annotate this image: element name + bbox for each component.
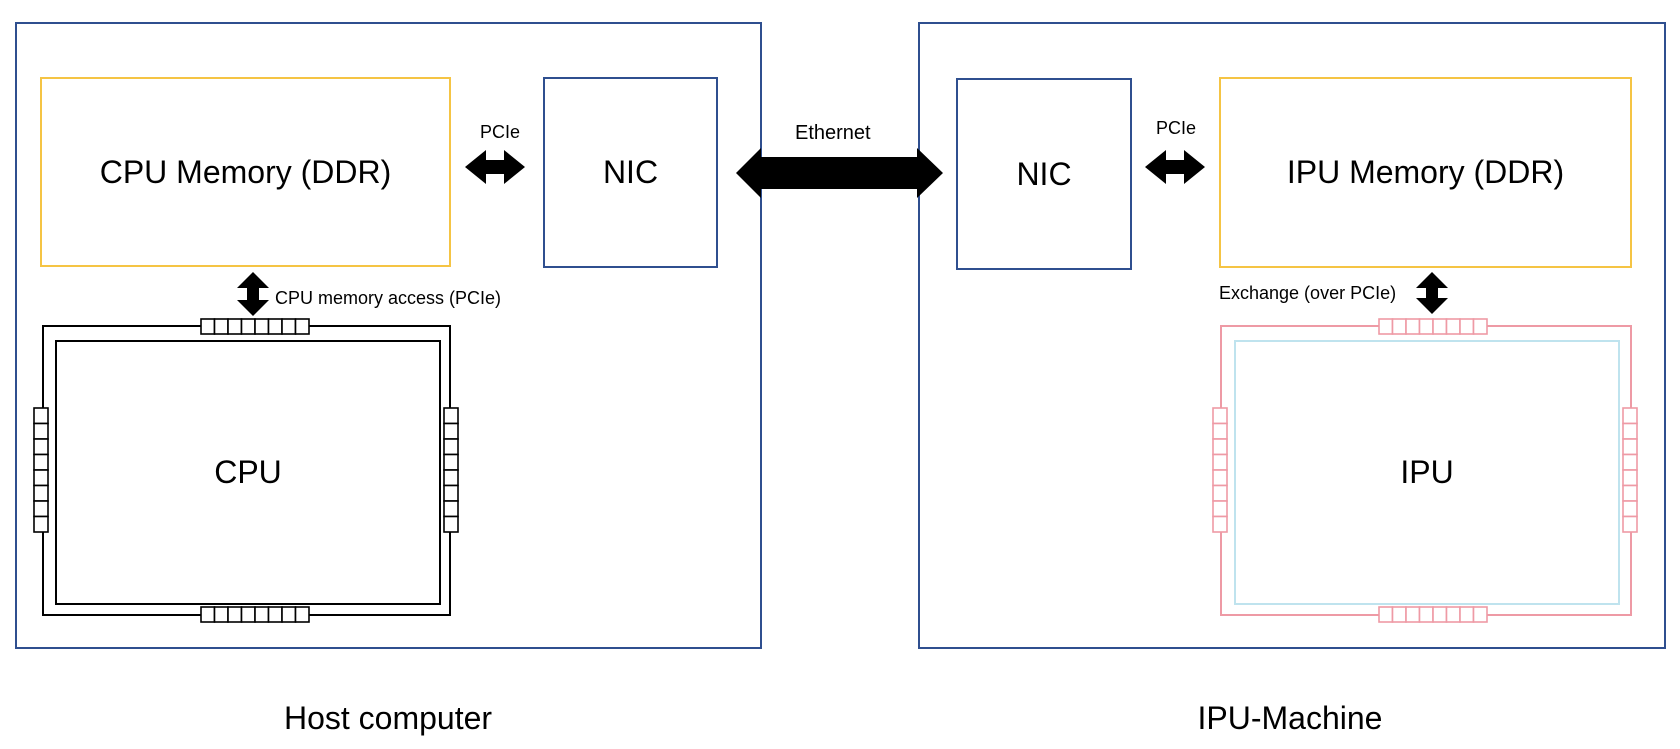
chip-pin: [240, 606, 256, 623]
host-nic-box: NIC: [543, 77, 718, 268]
machine-pcie-label: PCIe: [1156, 118, 1197, 138]
chip-pin: [1378, 318, 1394, 335]
ipu-memory-box: IPU Memory (DDR): [1219, 77, 1632, 268]
chip-pin: [254, 318, 270, 335]
chip-pin: [1472, 318, 1488, 335]
chip-pin: [33, 438, 49, 456]
chip-pin: [254, 606, 270, 623]
chip-pin: [1459, 318, 1475, 335]
cpu-label-text: CPU: [214, 454, 282, 490]
chip-pin: [1212, 422, 1228, 440]
chip-pin: [33, 453, 49, 471]
ipu-machine-frame: [918, 22, 1666, 649]
chip-pin: [1622, 438, 1638, 456]
chip-pin: [1445, 318, 1461, 335]
chip-pin: [1622, 422, 1638, 440]
chip-pin: [213, 606, 229, 623]
chip-pin: [443, 422, 459, 440]
chip-pin: [1459, 606, 1475, 623]
memory-access-label: CPU memory access (PCIe): [275, 288, 502, 308]
chip-pin: [267, 606, 283, 623]
chip-pin: [443, 484, 459, 502]
chip-pin: [443, 407, 459, 425]
chip-pin: [33, 500, 49, 518]
chip-pin: [213, 318, 229, 335]
cpu-memory-access-arrow: [237, 272, 269, 316]
cpu-memory-label: CPU Memory (DDR): [99, 153, 392, 190]
chip-pin: [1212, 407, 1228, 425]
chip-pin: [443, 515, 459, 533]
chip-pin: [281, 606, 297, 623]
ethernet-label: Ethernet: [795, 122, 871, 144]
chip-pin: [1212, 500, 1228, 518]
chip-pin: [1432, 318, 1448, 335]
chip-pin: [240, 318, 256, 335]
chip-pin: [200, 318, 216, 335]
host-pcie-arrow: [465, 150, 525, 184]
chip-pin: [267, 318, 283, 335]
ipu-machine-caption: IPU-Machine: [1197, 700, 1383, 736]
ethernet-arrow: [736, 148, 943, 198]
chip-pin: [1405, 606, 1421, 623]
host-pcie-label: PCIe: [480, 122, 521, 142]
chip-pin: [294, 318, 310, 335]
chip-pin: [1391, 318, 1407, 335]
ipu-pins: [1212, 318, 1638, 623]
ipu-label-text: IPU: [1400, 454, 1454, 490]
chip-pin: [33, 515, 49, 533]
chip-pin: [33, 407, 49, 425]
host-computer-frame: [15, 22, 762, 649]
chip-pin: [1212, 469, 1228, 487]
chip-pin: [227, 606, 243, 623]
machine-nic-label: NIC: [1016, 155, 1072, 192]
chip-pin: [281, 318, 297, 335]
chip-pin: [1622, 453, 1638, 471]
chip-pin: [443, 453, 459, 471]
ipu-memory-label: IPU Memory (DDR): [1286, 154, 1565, 190]
chip-pin: [1418, 318, 1434, 335]
cpu-label: CPU: [56, 341, 440, 604]
chip-pin: [443, 438, 459, 456]
chip-pin: [1445, 606, 1461, 623]
chip-pin: [1472, 606, 1488, 623]
chip-pin: [1212, 453, 1228, 471]
chip-pin: [1622, 407, 1638, 425]
chip-pin: [1212, 484, 1228, 502]
chip-pin: [1622, 500, 1638, 518]
chip-pin: [33, 469, 49, 487]
chip-pin: [1418, 606, 1434, 623]
chip-pin: [443, 500, 459, 518]
ipu-label: IPU: [1235, 341, 1619, 604]
chip-pin: [227, 318, 243, 335]
chip-pin: [1432, 606, 1448, 623]
chip-pin: [294, 606, 310, 623]
chip-pin: [443, 469, 459, 487]
chip-pin: [33, 484, 49, 502]
chip-pin: [1391, 606, 1407, 623]
cpu-pins: [33, 318, 459, 623]
exchange-arrow: [1416, 272, 1448, 314]
exchange-label: Exchange (over PCIe): [1219, 283, 1397, 303]
chip-pin: [1405, 318, 1421, 335]
host-nic-label: NIC: [602, 154, 659, 190]
machine-nic-box: NIC: [956, 78, 1132, 270]
chip-pin: [33, 422, 49, 440]
host-computer-caption: Host computer: [283, 700, 493, 736]
chip-pin: [1212, 438, 1228, 456]
machine-pcie-arrow: [1145, 150, 1205, 184]
chip-pin: [1212, 515, 1228, 533]
chip-pin: [1622, 469, 1638, 487]
chip-pin: [1622, 515, 1638, 533]
chip-pin: [200, 606, 216, 623]
cpu-memory-box: CPU Memory (DDR): [40, 77, 451, 267]
chip-pin: [1378, 606, 1394, 623]
chip-pin: [1622, 484, 1638, 502]
